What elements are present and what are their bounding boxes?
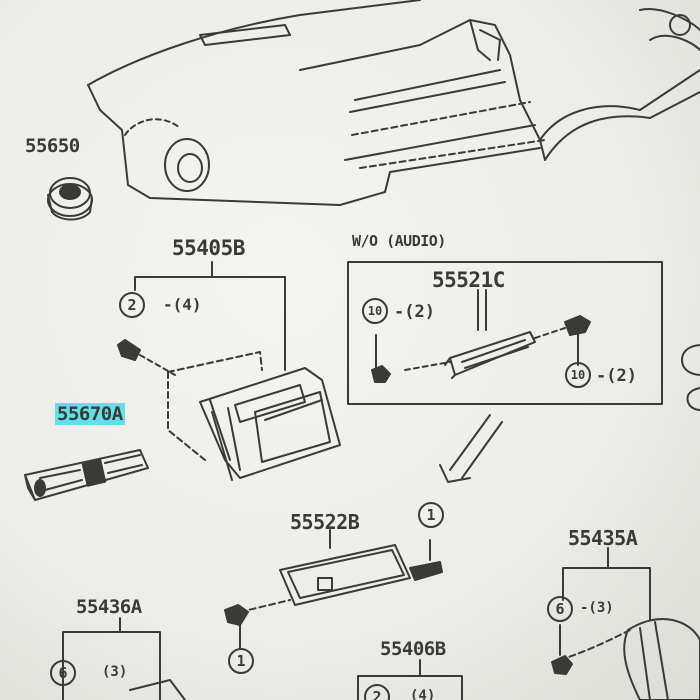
leader-55435a (562, 547, 651, 621)
clip-fastener (117, 339, 176, 376)
leader-55436a (62, 617, 161, 700)
part-label-55521c: 55521C (432, 268, 505, 292)
callout-2-bottom-qty: (4) (410, 688, 436, 700)
panel-55436a-part (129, 679, 186, 700)
switch-55670a-part (24, 449, 149, 501)
edge-callout (681, 344, 700, 376)
callout-2-qty: -(4) (163, 295, 202, 314)
part-label-55406b: 55406B (380, 638, 446, 660)
part-label-55650: 55650 (25, 135, 80, 157)
bezel-55521c-part (371, 315, 591, 383)
callout-10-left-qty: -(2) (394, 302, 435, 322)
dashboard-outline (87, 0, 700, 206)
part-label-55435a: 55435A (568, 526, 638, 550)
callout-10-right-qty: -(2) (596, 366, 637, 386)
part-label-55522b: 55522B (290, 510, 360, 534)
callout-1-top: 1 (418, 502, 444, 528)
leader-55521c (477, 289, 487, 331)
leader-55406b (357, 659, 463, 700)
callout-6-left: 6 (50, 660, 76, 686)
part-label-55436a: 55436A (76, 596, 142, 618)
bracket-55405b-part (167, 351, 341, 481)
leader-55405b (134, 261, 286, 371)
panel-55435a-part (551, 618, 700, 700)
callout-2: 2 (119, 292, 145, 318)
part-label-55405b: 55405B (172, 236, 245, 260)
callout-10-left: 10 (362, 298, 388, 324)
callout-2-bottom: 2 (364, 684, 390, 700)
part-label-55670a: 55670A (55, 403, 125, 425)
audio-box (347, 261, 663, 405)
edge-fastener (686, 387, 700, 411)
callout-6-right: 6 (547, 596, 573, 622)
audio-box-header: W/O (AUDIO) (352, 232, 446, 250)
knob-55650-part (47, 177, 93, 221)
panel-55522b-part (224, 539, 443, 649)
callout-6-left-qty: (3) (102, 664, 128, 680)
direction-arrow (439, 414, 503, 483)
callout-10-right: 10 (565, 362, 591, 388)
callout-1-bottom: 1 (228, 648, 254, 674)
callout-6-right-qty: -(3) (580, 600, 614, 616)
